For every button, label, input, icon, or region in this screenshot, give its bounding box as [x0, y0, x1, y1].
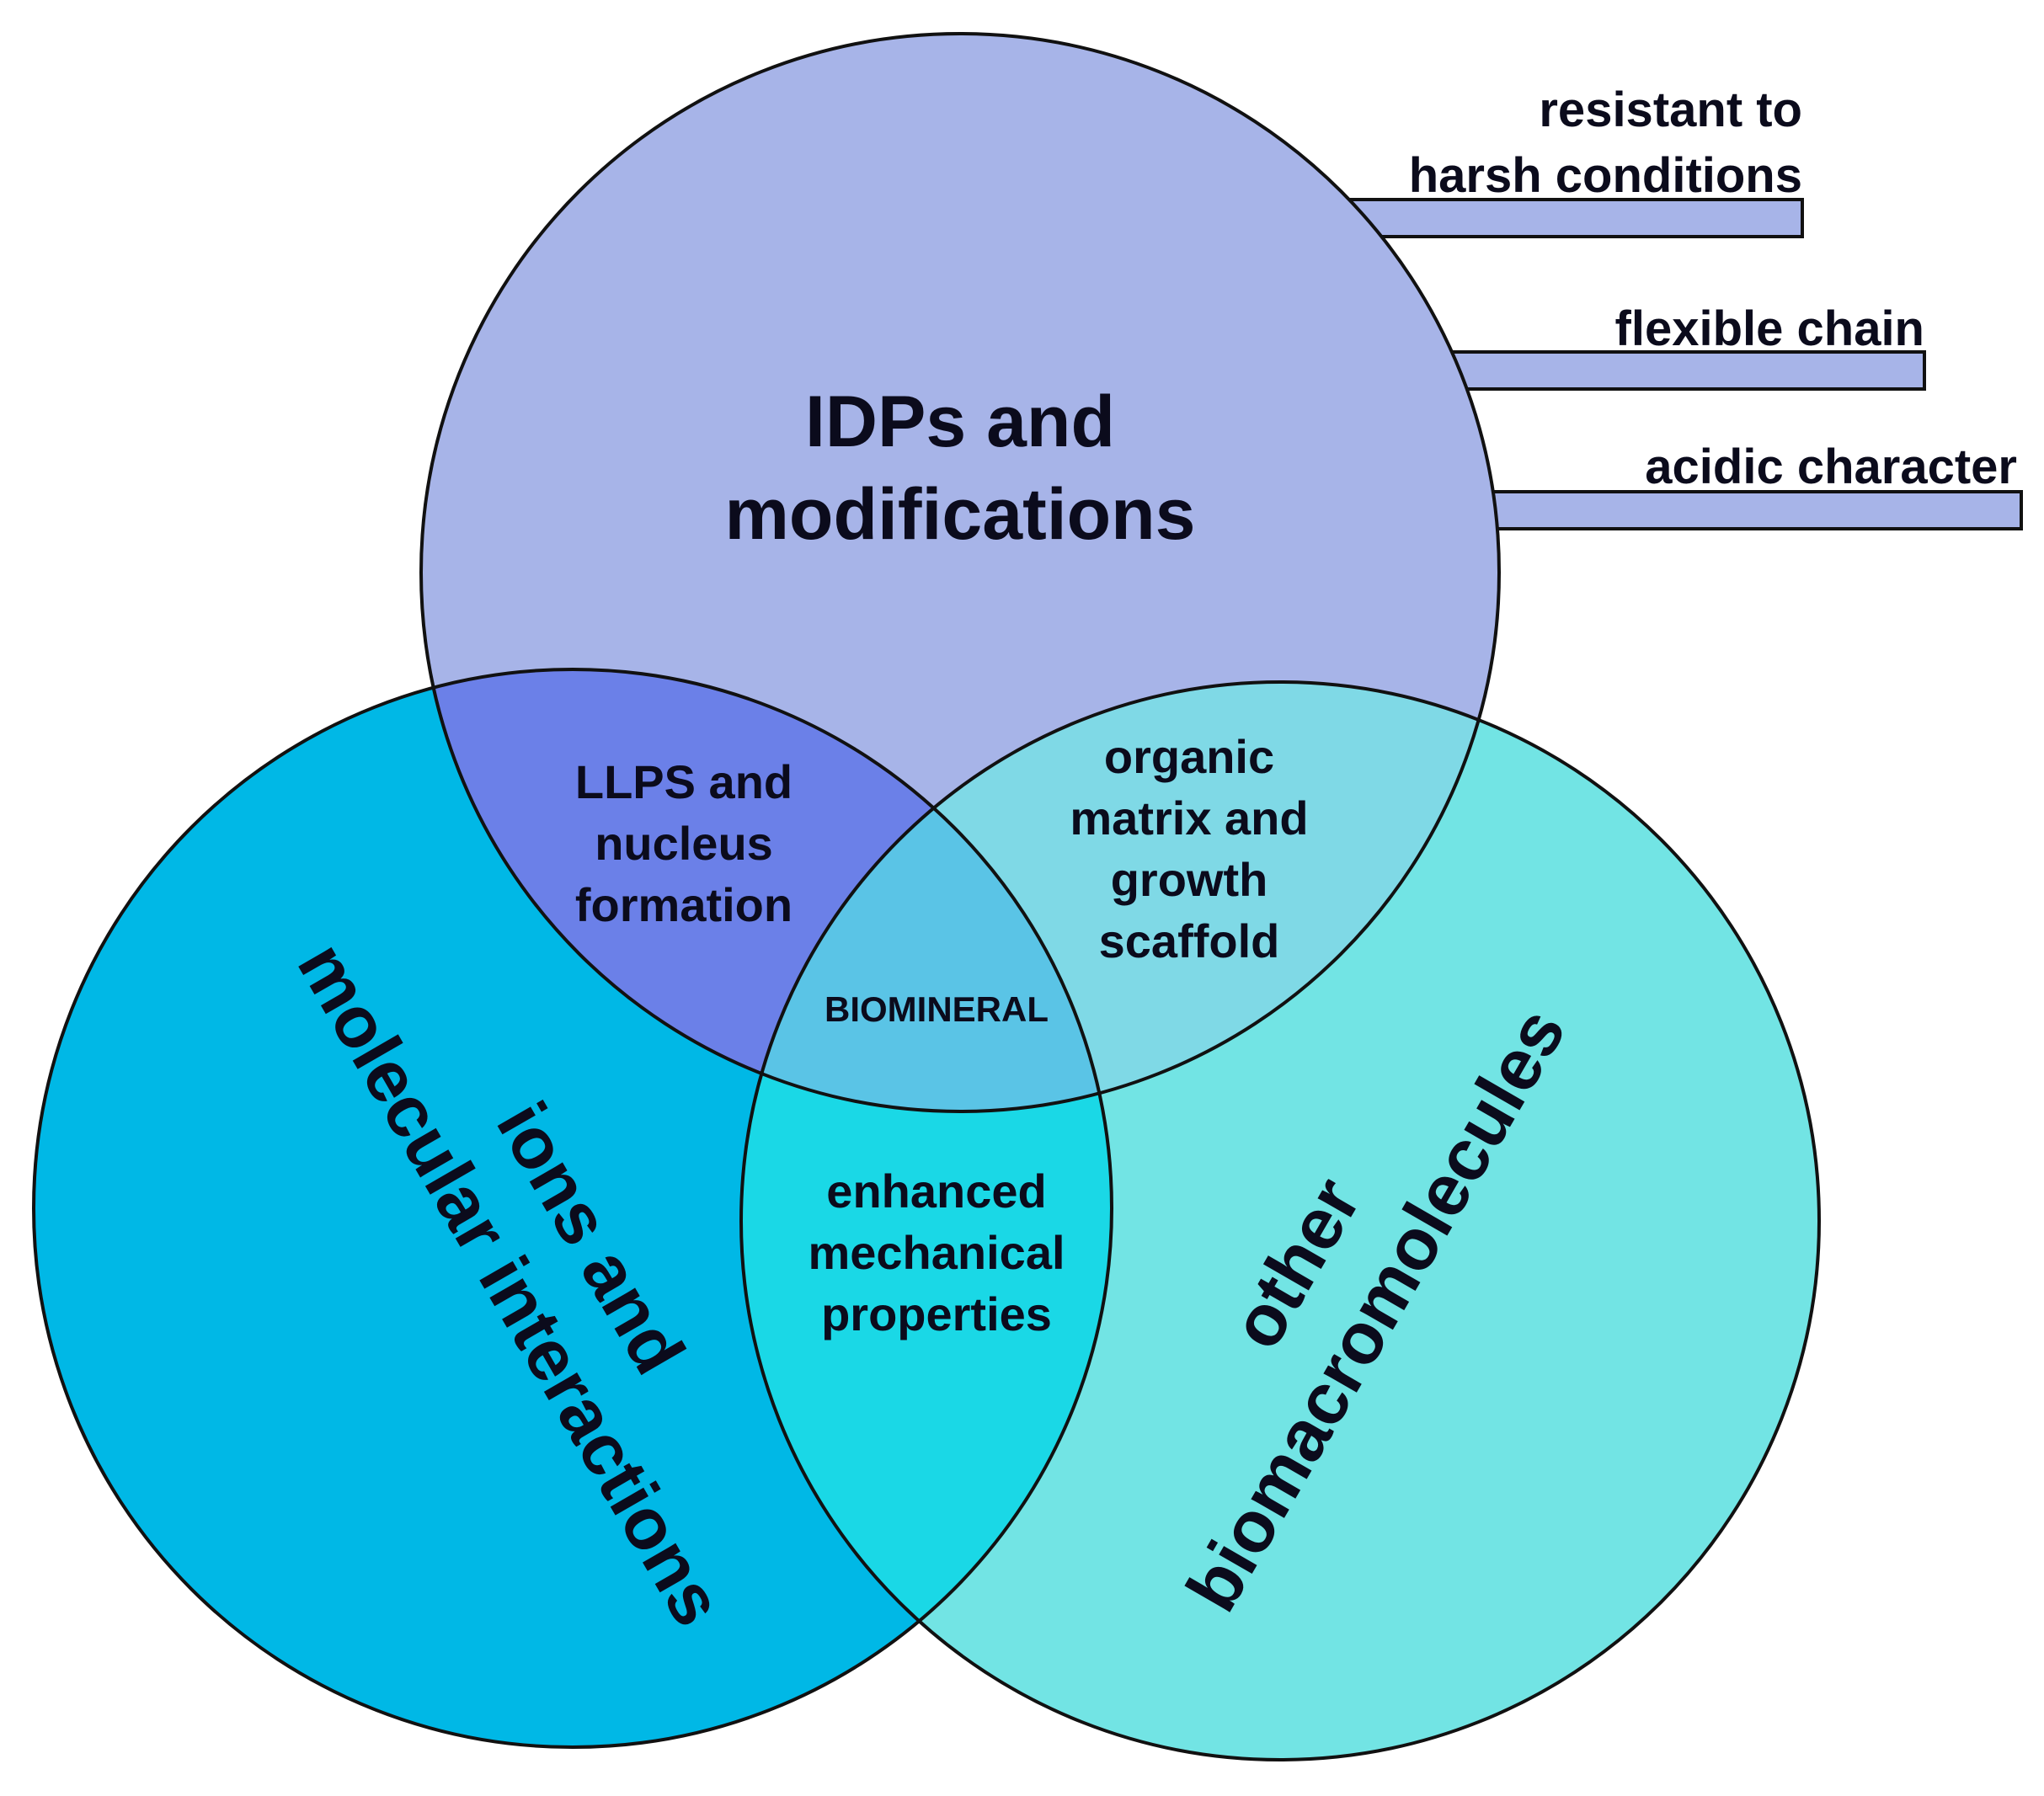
text-line: organic: [1104, 730, 1274, 783]
overlap-center: [741, 682, 1112, 1111]
text-line: nucleus: [595, 817, 773, 870]
text-line: growth: [1111, 853, 1268, 906]
intersection-label-organic-matrix: organic matrix and growth scaffold: [1070, 730, 1308, 967]
text-line: LLPS and: [575, 755, 793, 808]
text-line: mechanical: [808, 1226, 1065, 1279]
feature-label-acidic-character: acidic character: [1645, 440, 2017, 494]
feature-label-flexible-chain: flexible chain: [1615, 301, 1924, 356]
circle-outlines: [32, 32, 1821, 1761]
text-line: enhanced: [826, 1164, 1046, 1218]
text-line: scaffold: [1099, 914, 1280, 967]
text-line: harsh conditions: [1409, 148, 1802, 203]
text-line: flexible chain: [1615, 301, 1924, 356]
center-label-biomineral: BIOMINERAL: [825, 989, 1049, 1029]
intersection-label-llps: LLPS and nucleus formation: [575, 755, 793, 931]
text-line: formation: [575, 878, 793, 931]
text-line: modifications: [724, 474, 1195, 555]
text-line: properties: [821, 1287, 1052, 1340]
text-line: BIOMINERAL: [825, 989, 1049, 1029]
text-line: matrix and: [1070, 791, 1308, 845]
set-label-idps-modifications: IDPs and modifications: [724, 381, 1195, 555]
text-line: acidic character: [1645, 440, 2017, 494]
intersection-label-enhanced-mechanical: enhanced mechanical properties: [808, 1164, 1065, 1340]
feature-label-harsh-conditions: resistant to harsh conditions: [1409, 83, 1802, 203]
text-line: IDPs and: [805, 381, 1115, 462]
text-line: resistant to: [1539, 83, 1802, 137]
